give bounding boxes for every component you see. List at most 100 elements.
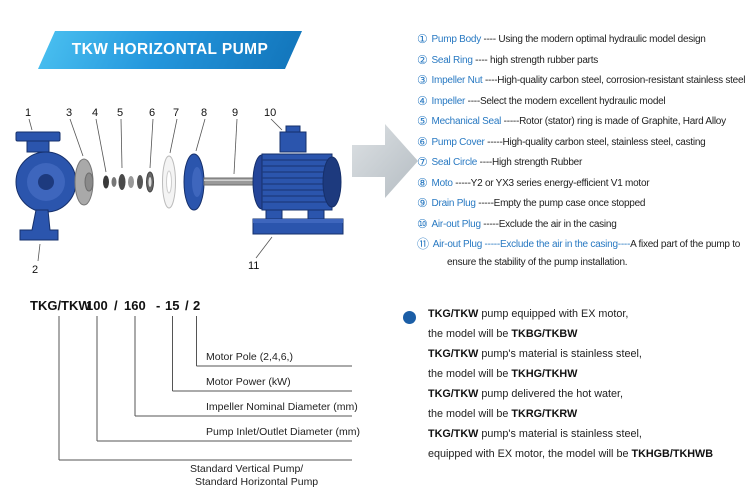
parts-list-item: ④ Impeller ----Select the modern excelle… [417, 93, 755, 109]
part-number-label: 11 [248, 260, 259, 272]
part-number-label: 10 [264, 107, 276, 119]
part-text: Pump Cover -----High-quality carbon stee… [432, 136, 706, 150]
part-number-badge: ③ [417, 73, 428, 87]
pump-cover [183, 153, 205, 211]
model-label-standard-vertical: Standard Vertical Pump/ [190, 463, 304, 475]
part-text: Moto -----Y2 or YX3 series energy-effici… [432, 177, 650, 191]
model-segment: 160 [124, 298, 146, 313]
model-variant-notes: TKG/TKW pump equipped with EX motor, the… [400, 308, 752, 468]
model-segment: 100 [86, 298, 108, 313]
part-text: Impeller ----Select the modern excellent… [432, 95, 666, 109]
part-text: Mechanical Seal -----Rotor (stator) ring… [432, 115, 727, 129]
model-label-motor-pole: Motor Pole (2,4,6,) [206, 351, 293, 363]
title-banner: TKW HORIZONTAL PUMP [38, 31, 302, 69]
motor [252, 125, 342, 220]
part-text: Drain Plug -----Empty the pump case once… [432, 197, 646, 211]
parts-list-item: ⑤ Mechanical Seal -----Rotor (stator) ri… [417, 114, 755, 129]
part-text: Air-out Plug -----Exclude the air in the… [432, 218, 617, 232]
note-bold: TKG/TKW [428, 308, 479, 320]
part-desc: ensure the stability of the pump install… [447, 256, 628, 268]
part-number-badge: ④ [417, 93, 428, 108]
part-name: Seal Circle [431, 157, 478, 168]
part-number-badge: ⑤ [417, 114, 428, 128]
part-number-badge: ① [417, 32, 428, 46]
note-bold: TKG/TKW [428, 348, 479, 360]
note-bold: TKG/TKW [428, 428, 479, 440]
model-code-lines [58, 316, 352, 461]
note-text: pump's material is stainless steel, [478, 348, 642, 360]
part-text: Seal Ring ---- high strength rubber part… [432, 54, 599, 68]
leader-lines [28, 118, 283, 262]
part-number-badge: ⑪ [417, 237, 429, 251]
right-arrow-icon [352, 124, 418, 198]
part-name: Drain Plug [431, 198, 476, 209]
part-name: Pump Cover [431, 136, 485, 148]
parts-list-item: ① Pump Body ---- Using the modern optima… [417, 32, 755, 47]
note-lines: TKG/TKW pump equipped with EX motor, the… [428, 308, 752, 461]
part-desc: ----High strength Rubber [477, 157, 583, 168]
model-segment: 2 [193, 298, 201, 313]
part-number-label: 3 [66, 107, 72, 119]
note-text: the model will be [428, 328, 512, 340]
model-code-section: TKG/TKW 100 / 160 - 15 / 2 Motor Pole (2… [22, 292, 382, 497]
impeller [74, 158, 94, 206]
part-number-label: 1 [25, 107, 31, 119]
model-segment: / [114, 298, 118, 313]
parts-list-item: ⑥ Pump Cover -----High-quality carbon st… [417, 135, 755, 150]
model-segment: / [185, 298, 189, 313]
note-bold: TKHG/TKHW [511, 368, 578, 380]
part-name: Air-out Plug [431, 218, 482, 230]
note-text: pump equipped with EX motor, [478, 308, 629, 320]
parts-list-item: ⑩ Air-out Plug -----Exclude the air in t… [417, 217, 755, 232]
note-line: TKG/TKW pump equipped with EX motor, [428, 308, 752, 321]
part-desc: ---- high strength rubber parts [472, 54, 599, 66]
gasket-disc [162, 155, 176, 209]
note-line: TKG/TKW pump delivered the hot water, [428, 388, 752, 401]
part-number-label: 5 [117, 107, 123, 119]
note-line: the model will be TKBG/TKBW [428, 328, 752, 341]
parts-list-item: ⑪ Air-out Plug -----Exclude the air in t… [417, 237, 755, 252]
note-bold: TKG/TKW [428, 388, 479, 400]
part-number-badge: ② [417, 52, 428, 67]
parts-list: ① Pump Body ---- Using the modern optima… [417, 32, 755, 276]
parts-list-item: ⑦ Seal Circle ----High strength Rubber [417, 155, 755, 170]
model-segment: 15 [165, 298, 180, 313]
note-bold: TKRG/TKRW [511, 408, 578, 420]
model-segment: TKG/TKW [30, 298, 91, 313]
part-number-label: 8 [201, 107, 207, 119]
motor-base [252, 218, 344, 235]
parts-list-item: ③ Impeller Nut ----High-quality carbon s… [417, 73, 755, 88]
note-text: pump delivered the hot water, [478, 388, 624, 400]
note-line: TKG/TKW pump's material is stainless ste… [428, 428, 752, 441]
pump-casing [15, 131, 77, 241]
note-text: equipped with EX motor, the model will b… [428, 448, 632, 460]
part-number-label: 6 [149, 107, 155, 119]
part-desc: -----High-quality carbon steel, stainles… [484, 136, 706, 148]
part-number-label: 7 [173, 107, 179, 119]
exploded-pump-diagram: 1 3 4 5 6 7 8 9 10 2 11 [15, 107, 344, 276]
part-number-label: 4 [92, 107, 98, 119]
part-desc: ----High-quality carbon steel, corrosion… [482, 75, 746, 86]
model-label-standard-horizontal: Standard Horizontal Pump [195, 476, 319, 488]
part-name: Air-out Plug [432, 239, 483, 250]
part-desc: ---- Using the modern optimal hydraulic … [480, 34, 706, 45]
model-label-impeller-diameter: Impeller Nominal Diameter (mm) [206, 401, 358, 413]
model-label-motor-power: Motor Power (kW) [206, 376, 291, 388]
note-line: the model will be TKHG/TKHW [428, 368, 752, 381]
part-name: Seal Ring [431, 54, 473, 66]
page-title: TKW HORIZONTAL PUMP [71, 41, 269, 58]
part-text: Seal Circle ----High strength Rubber [432, 156, 583, 170]
part-name: Impeller [431, 95, 466, 107]
note-text: the model will be [428, 368, 512, 380]
part-desc: ----Select the modern excellent hydrauli… [465, 95, 666, 107]
seal-parts [103, 171, 154, 193]
part-text: Impeller Nut ----High-quality carbon ste… [432, 74, 746, 88]
part-name: Moto [431, 177, 453, 189]
part-desc: -----Exclude the air in the casing [480, 218, 617, 230]
part-name: Impeller Nut [431, 75, 483, 86]
part-number-badge: ⑧ [417, 175, 428, 190]
part-number-label: 9 [232, 107, 238, 119]
part-desc: A fixed part of the pump to [630, 239, 741, 250]
part-number-label: 2 [32, 264, 38, 276]
